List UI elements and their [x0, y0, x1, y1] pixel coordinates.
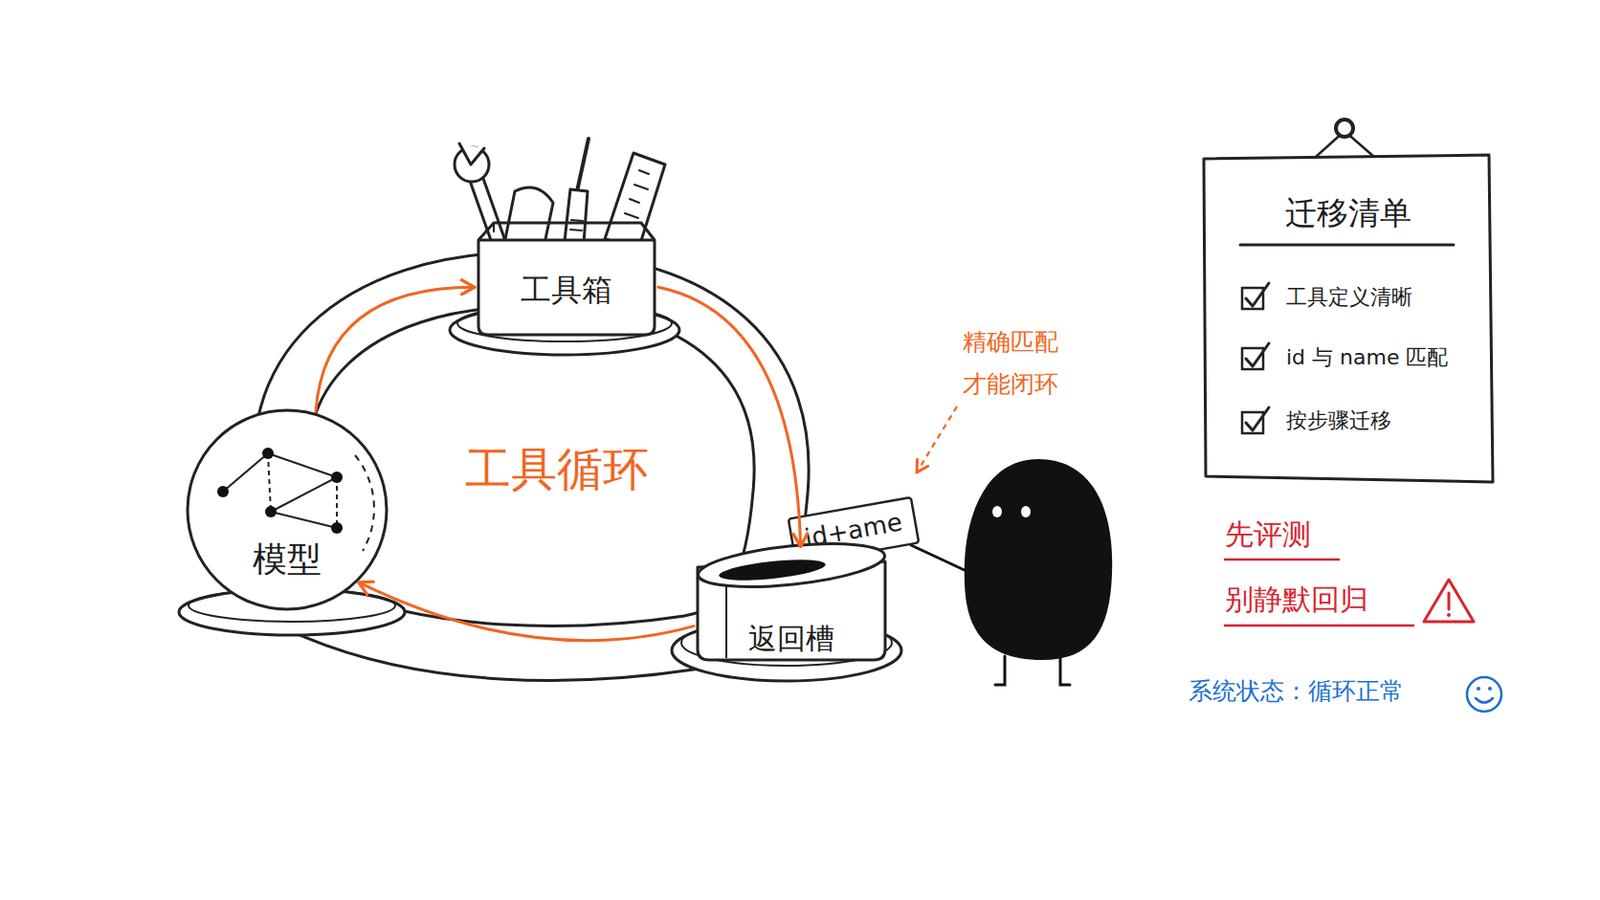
node-label: 迁移清单 — [1240, 193, 1457, 233]
toolbox-box: 工具箱 — [474, 219, 659, 337]
note-underline — [1223, 558, 1340, 562]
warning-symbol — [1423, 579, 1474, 623]
node-item: 工具定义清晰 — [1286, 284, 1488, 312]
note-underline — [1223, 624, 1415, 628]
node-label: 模型 — [184, 537, 390, 581]
model-globe-outline — [184, 407, 390, 613]
warning-note: 别静默回归 — [1224, 581, 1436, 619]
status-note: 系统状态：循环正常 — [1188, 676, 1476, 707]
loop-title: 工具循环 — [465, 440, 667, 498]
loop-arrow — [658, 287, 801, 547]
node-label: 工具箱 — [474, 270, 659, 310]
node-item: 按步骤迁移 — [1286, 407, 1488, 435]
return-slot: 返回槽 — [693, 540, 889, 664]
model-globe: 模型 — [184, 407, 390, 613]
note-pin — [1315, 119, 1375, 157]
warning-note: 先评测 — [1224, 516, 1417, 554]
checklist-note: 迁移清单工具定义清晰 id 与 name 匹配按步骤迁移 — [1201, 153, 1495, 485]
callout-leader — [916, 406, 957, 473]
black-character — [911, 459, 1112, 686]
tools — [454, 138, 666, 247]
callout-note: 精确匹配 才能闭环 — [962, 321, 1076, 406]
loop-arrow — [315, 287, 475, 412]
smiley-symbol — [1466, 677, 1502, 712]
node-label: 返回槽 — [693, 621, 889, 658]
loop-arrow — [358, 582, 694, 642]
node-item: id 与 name 匹配 — [1286, 344, 1488, 372]
